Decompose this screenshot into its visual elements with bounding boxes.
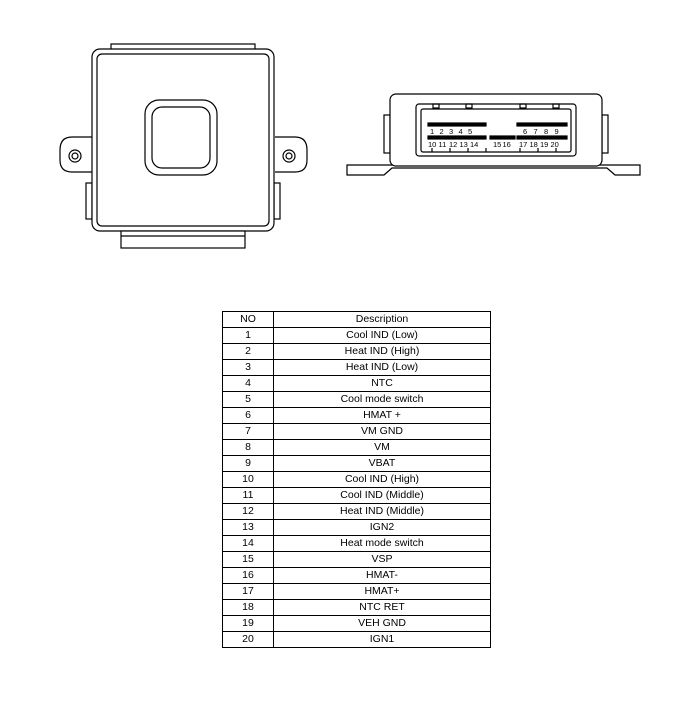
connector-pin-label: 11 — [439, 140, 447, 149]
pin-number: 2 — [222, 343, 274, 360]
pin-description: HMAT- — [273, 567, 491, 584]
table-header-row: NO Description — [222, 311, 491, 328]
pin-number: 12 — [222, 503, 274, 520]
pin-number: 1 — [222, 327, 274, 344]
pin-number: 14 — [222, 535, 274, 552]
pin-description: Heat IND (High) — [273, 343, 491, 360]
pin-number: 15 — [222, 551, 274, 568]
pin-description: VEH GND — [273, 615, 491, 632]
pin-description: Heat mode switch — [273, 535, 491, 552]
pin-description: IGN1 — [273, 631, 491, 648]
pin-description: NTC RET — [273, 599, 491, 616]
connector-pin-label: 18 — [530, 140, 538, 149]
connector-pin-label: 6 — [523, 127, 527, 136]
connector-pin-label: 9 — [555, 127, 559, 136]
pin-description: Cool IND (Low) — [273, 327, 491, 344]
pin-description: VM — [273, 439, 491, 456]
pin-number: 3 — [222, 359, 274, 376]
pin-number: 9 — [222, 455, 274, 472]
pin-description: VM GND — [273, 423, 491, 440]
connector-pin-label: 7 — [534, 127, 538, 136]
header-description: Description — [273, 311, 491, 328]
connector-pin-label: 12 — [449, 140, 457, 149]
connector-pin-label: 13 — [460, 140, 468, 149]
pin-number: 16 — [222, 567, 274, 584]
pin-description: IGN2 — [273, 519, 491, 536]
pin-number: 5 — [222, 391, 274, 408]
pin-description: Heat IND (Low) — [273, 359, 491, 376]
connector-pin-label: 16 — [503, 140, 511, 149]
pin-number: 11 — [222, 487, 274, 504]
connector-pin-label: 10 — [428, 140, 436, 149]
pin-description: Cool IND (Middle) — [273, 487, 491, 504]
pin-number: 8 — [222, 439, 274, 456]
pin-description: Heat IND (Middle) — [273, 503, 491, 520]
connector-pin-label: 14 — [470, 140, 478, 149]
pin-description: Cool mode switch — [273, 391, 491, 408]
connector-pin-label: 17 — [519, 140, 527, 149]
pin-number: 20 — [222, 631, 274, 648]
connector-pin-label: 1 — [430, 127, 434, 136]
connector-pin-label: 15 — [493, 140, 501, 149]
pin-number: 4 — [222, 375, 274, 392]
pin-number: 10 — [222, 471, 274, 488]
pin-description: HMAT+ — [273, 583, 491, 600]
connector-pin-label: 3 — [449, 127, 453, 136]
pin-description: VBAT — [273, 455, 491, 472]
pin-number: 18 — [222, 599, 274, 616]
pin-number: 17 — [222, 583, 274, 600]
header-no: NO — [222, 311, 274, 328]
pin-description: NTC — [273, 375, 491, 392]
connector-pin-label: 19 — [540, 140, 548, 149]
pin-number: 19 — [222, 615, 274, 632]
pin-number: 7 — [222, 423, 274, 440]
connector-pin-label: 8 — [544, 127, 548, 136]
connector-pin-label: 20 — [551, 140, 559, 149]
pin-number: 13 — [222, 519, 274, 536]
module-front-view — [59, 43, 308, 249]
connector-pin-label: 4 — [459, 127, 463, 136]
pin-number: 6 — [222, 407, 274, 424]
connector-pin-label: 2 — [440, 127, 444, 136]
connector-pin-label: 5 — [468, 127, 472, 136]
pin-description: HMAT + — [273, 407, 491, 424]
pin-description: Cool IND (High) — [273, 471, 491, 488]
pin-description: VSP — [273, 551, 491, 568]
